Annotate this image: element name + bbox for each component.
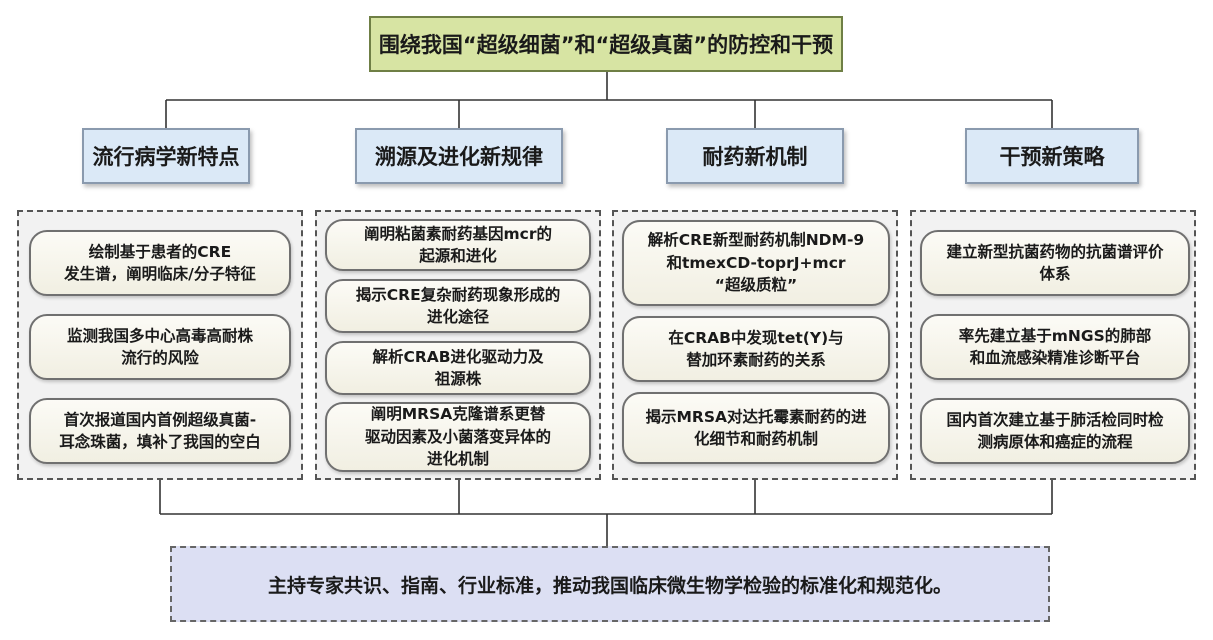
item-crab-tety: 在CRAB中发现tet(Y)与 替加环素耐药的关系 bbox=[622, 316, 890, 382]
header-epidemiology: 流行病学新特点 bbox=[82, 128, 250, 184]
item-text: 首次报道国内首例超级真菌- 耳念珠菌，填补了我国的空白 bbox=[59, 410, 261, 451]
item-mcr-origin: 阐明粘菌素耐药基因mcr的 起源和进化 bbox=[325, 219, 591, 271]
item-ndm9-plasmid: 解析CRE新型耐药机制NDM-9 和tmexCD-toprJ+mcr “超级质粒… bbox=[622, 220, 890, 306]
header-origin-evolution: 溯源及进化新规律 bbox=[355, 128, 563, 184]
item-text: 解析CRAB进化驱动力及 祖源株 bbox=[372, 347, 544, 388]
item-text: 揭示MRSA对达托霉素耐药的进 化细节和耐药机制 bbox=[645, 407, 867, 448]
item-text: 监测我国多中心高毒高耐株 流行的风险 bbox=[66, 326, 253, 367]
item-text: 在CRAB中发现tet(Y)与 替加环素耐药的关系 bbox=[668, 328, 844, 369]
column-origin-evolution: 阐明粘菌素耐药基因mcr的 起源和进化 揭示CRE复杂耐药现象形成的 进化途径 … bbox=[315, 210, 601, 480]
item-text: 建立新型抗菌药物的抗菌谱评价 体系 bbox=[946, 242, 1164, 283]
item-biopsy-workflow: 国内首次建立基于肺活检同时检 测病原体和癌症的流程 bbox=[920, 398, 1190, 464]
column-intervention: 建立新型抗菌药物的抗菌谱评价 体系 率先建立基于mNGS的肺部 和血流感染精准诊… bbox=[910, 210, 1196, 480]
item-mrsa-daptomycin: 揭示MRSA对达托霉素耐药的进 化细节和耐药机制 bbox=[622, 392, 890, 464]
diagram-title: 围绕我国“超级细菌”和“超级真菌”的防控和干预 bbox=[369, 16, 843, 72]
item-candida-auris: 首次报道国内首例超级真菌- 耳念珠菌，填补了我国的空白 bbox=[29, 398, 291, 464]
item-crab-driver: 解析CRAB进化驱动力及 祖源株 bbox=[325, 341, 591, 395]
header-resistance-mechanism: 耐药新机制 bbox=[666, 128, 844, 184]
item-text: 揭示CRE复杂耐药现象形成的 进化途径 bbox=[355, 285, 561, 326]
column-resistance-mechanism: 解析CRE新型耐药机制NDM-9 和tmexCD-toprJ+mcr “超级质粒… bbox=[612, 210, 898, 480]
item-cre-spectrum: 绘制基于患者的CRE 发生谱，阐明临床/分子特征 bbox=[29, 230, 291, 296]
item-text: 国内首次建立基于肺活检同时检 测病原体和癌症的流程 bbox=[946, 410, 1164, 451]
bottom-summary: 主持专家共识、指南、行业标准，推动我国临床微生物学检验的标准化和规范化。 bbox=[170, 546, 1050, 622]
item-text: 阐明MRSA克隆谱系更替 驱动因素及小菌落变异体的 进化机制 bbox=[364, 405, 551, 469]
item-text: 率先建立基于mNGS的肺部 和血流感染精准诊断平台 bbox=[958, 326, 1152, 367]
column-epidemiology: 绘制基于患者的CRE 发生谱，阐明临床/分子特征 监测我国多中心高毒高耐株 流行… bbox=[17, 210, 303, 480]
item-monitor-strains: 监测我国多中心高毒高耐株 流行的风险 bbox=[29, 314, 291, 380]
item-antibiotic-evaluation: 建立新型抗菌药物的抗菌谱评价 体系 bbox=[920, 230, 1190, 296]
item-text: 阐明粘菌素耐药基因mcr的 起源和进化 bbox=[364, 224, 552, 265]
item-cre-evolution: 揭示CRE复杂耐药现象形成的 进化途径 bbox=[325, 279, 591, 333]
item-text: 绘制基于患者的CRE 发生谱，阐明临床/分子特征 bbox=[64, 242, 256, 283]
item-text: 解析CRE新型耐药机制NDM-9 和tmexCD-toprJ+mcr “超级质粒… bbox=[647, 231, 865, 295]
item-mrsa-lineage: 阐明MRSA克隆谱系更替 驱动因素及小菌落变异体的 进化机制 bbox=[325, 402, 591, 472]
header-intervention: 干预新策略 bbox=[965, 128, 1139, 184]
item-mngs-platform: 率先建立基于mNGS的肺部 和血流感染精准诊断平台 bbox=[920, 314, 1190, 380]
